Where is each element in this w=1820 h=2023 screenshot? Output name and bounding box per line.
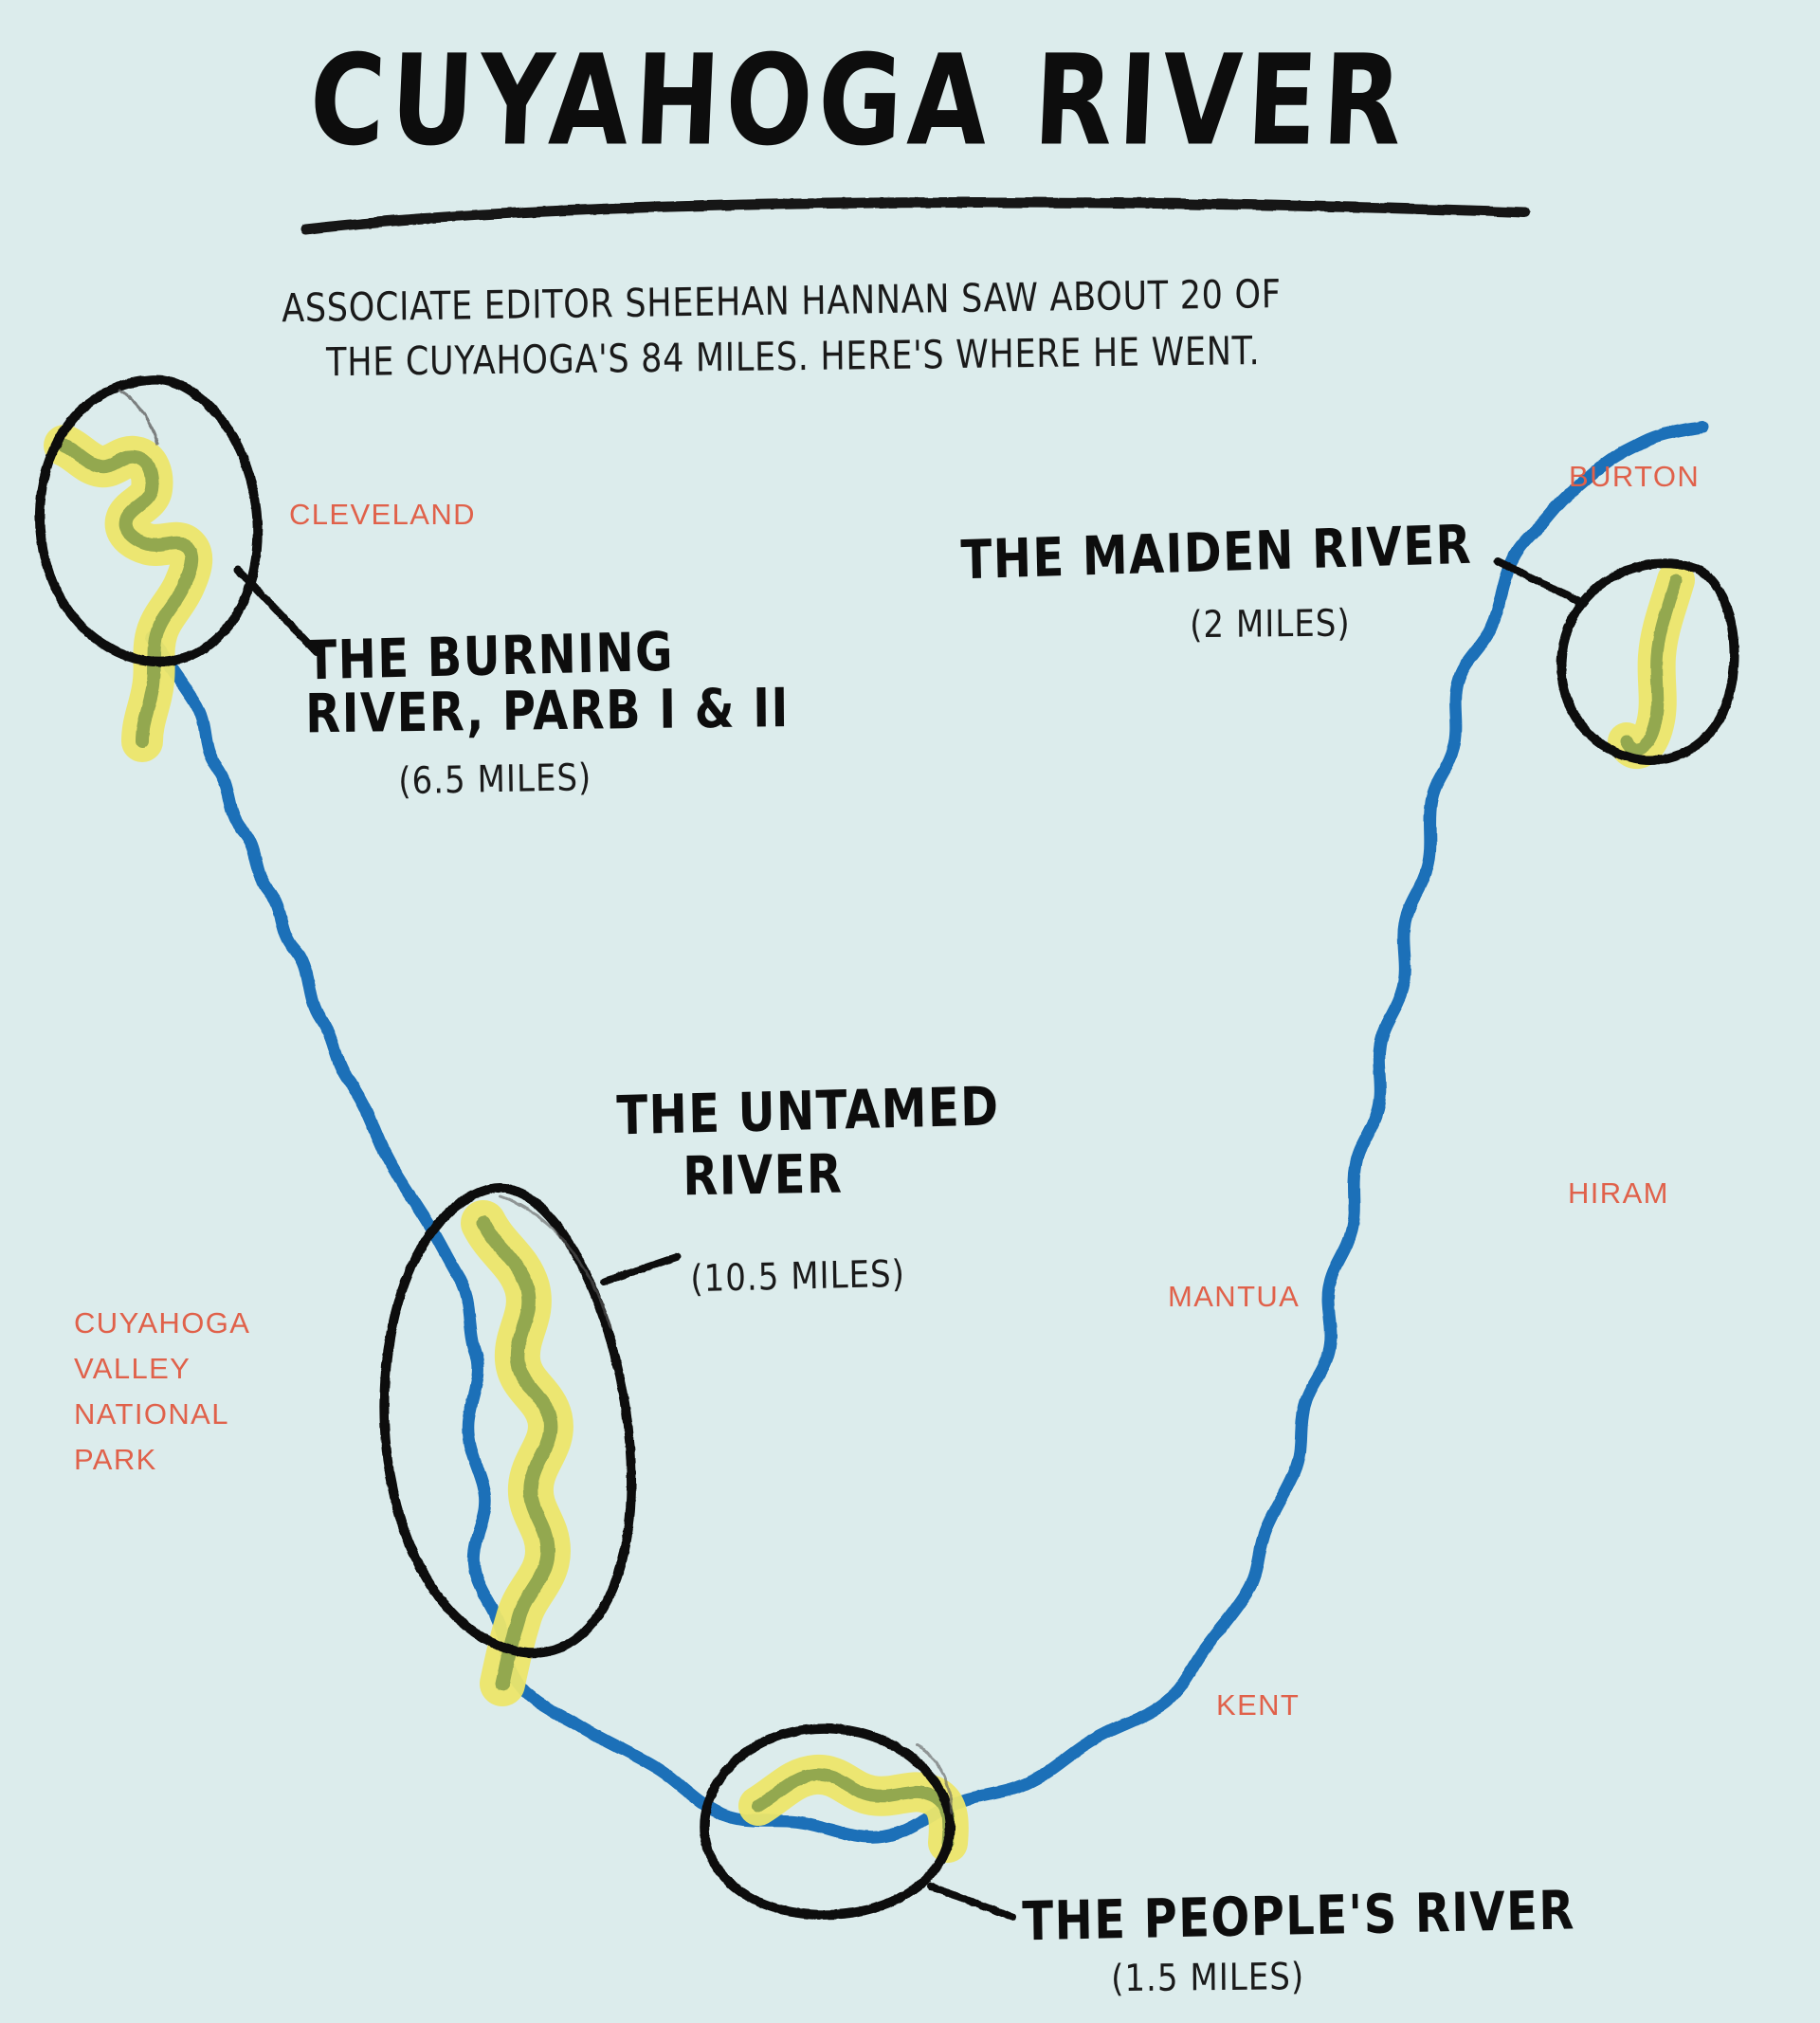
- leader-burton: [1494, 557, 1582, 605]
- circle-burton: [1556, 558, 1739, 765]
- circle-kent: [700, 1723, 955, 1920]
- river-path: [145, 420, 1709, 1844]
- city-label-cleveland: CLEVELAND: [289, 498, 476, 531]
- highlight-burton: [1608, 561, 1695, 769]
- city-label-cuyahoga-valley-national-park: CUYAHOGA VALLEY NATIONAL PARK: [74, 1306, 251, 1477]
- segment-miles-burning-river: (6.5 MILES): [397, 756, 592, 804]
- segment-label-burning-river-line2: RIVER, PARB I & II: [304, 677, 791, 746]
- segment-miles-untamed-river: (10.5 MILES): [689, 1252, 906, 1302]
- highlight-cvnp: [461, 1200, 573, 1706]
- segment-miles-peoples-river: (1.5 MILES): [1110, 1955, 1305, 2001]
- city-label-mantua: MANTUA: [1168, 1280, 1301, 1313]
- leader-cleveland: [234, 566, 320, 656]
- segment-label-untamed-river-line2: RIVER: [682, 1142, 844, 1209]
- segment-label-maiden-river: THE MAIDEN RIVER: [959, 513, 1473, 592]
- title-underline: [300, 197, 1530, 235]
- city-label-kent: KENT: [1216, 1688, 1301, 1722]
- highlight-cleveland: [44, 425, 213, 762]
- circle-cvnp: [379, 1183, 637, 1658]
- leader-kent: [927, 1883, 1016, 1921]
- city-label-hiram: HIRAM: [1568, 1176, 1669, 1210]
- circle-cleveland: [34, 374, 263, 667]
- segment-miles-maiden-river: (2 MILES): [1189, 601, 1351, 647]
- page-title: CUYAHOGA RIVER: [306, 28, 1410, 174]
- city-label-burton: BURTON: [1569, 460, 1701, 493]
- segment-label-peoples-river: THE PEOPLE'S RIVER: [1021, 1879, 1576, 1954]
- leader-cvnp: [600, 1253, 681, 1285]
- segment-label-untamed-river-line1: THE UNTAMED: [615, 1075, 1000, 1148]
